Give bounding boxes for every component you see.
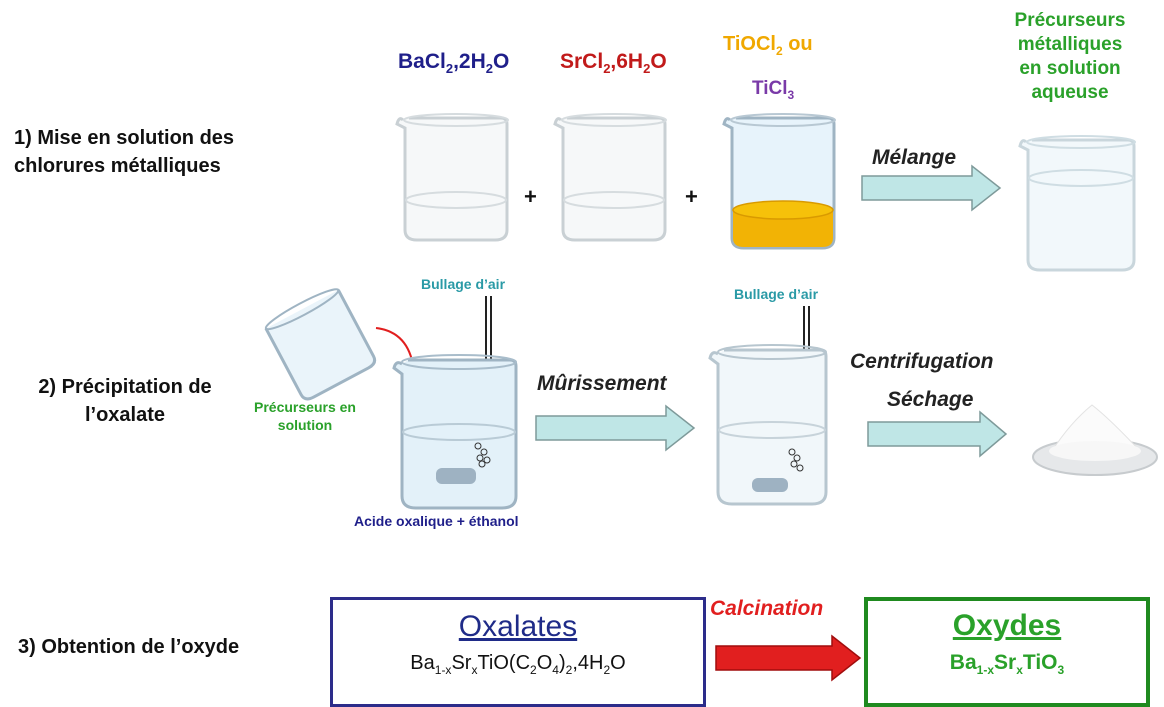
murissement-label: Mûrissement [537,372,667,395]
powder-dish [1032,404,1158,476]
tiocl2-formula: TiOCl2 ou [723,33,813,58]
maturation-beaker [708,306,828,506]
step1-label-line2: chlorures métalliques [14,155,221,177]
melange-arrow [861,164,1002,212]
ticl3-formula: TiCl3 [752,78,795,102]
beaker-precursors [1018,135,1136,272]
oxydes-title: Oxydes [952,609,1062,642]
step3-label: 3) Obtention de l’oxyde [18,636,240,658]
plus-sign-1: + [524,184,537,209]
pouring-beaker [264,288,377,401]
murissement-arrow [535,404,696,452]
oxalate-formula: Ba1-xSrxTiO(C2O4)2,4H2O [410,652,626,677]
step1-label: 1) Mise en solution des chlorures métall… [14,124,234,180]
plus-sign-2: + [685,184,698,209]
srcl2-formula: SrCl2,6H2O [560,50,667,77]
beaker-srcl2 [553,113,667,242]
step2-label: 2) Précipitation de l’oxalate [0,373,250,429]
sechage-arrow [867,410,1008,458]
calcination-label: Calcination [710,597,824,620]
oxalates-box: Oxalates Ba1-xSrxTiO(C2O4)2,4H2O [330,597,706,707]
precipitation-beaker [392,296,518,510]
oxide-formula: Ba1-xSrxTiO3 [949,651,1065,678]
precursors-in-solution-label: Précurseurs en solution [254,399,356,433]
melange-label: Mélange [872,146,957,169]
beaker-bacl2 [395,113,509,242]
oxalates-title: Oxalates [458,610,578,643]
oxydes-box: Oxydes Ba1-xSrxTiO3 [864,597,1150,707]
bubbling-label-2: Bullage d’air [734,286,819,302]
precursors-result-label: Précurseurs métalliques en solution aque… [1014,10,1126,103]
step2-label-line2: l’oxalate [84,404,166,426]
bacl2-formula: BaCl2,2H2O [398,50,510,77]
centrifugation-label: Centrifugation [850,350,994,373]
bubbling-label-1: Bullage d’air [421,276,506,292]
oxalic-acid-label: Acide oxalique + éthanol [354,513,519,529]
sechage-label: Séchage [887,388,974,411]
step2-label-line1: 2) Précipitation de [38,376,212,398]
calcination-arrow [715,634,862,682]
step1-label-line1: 1) Mise en solution des [14,127,235,149]
beaker-ticl [722,113,836,250]
